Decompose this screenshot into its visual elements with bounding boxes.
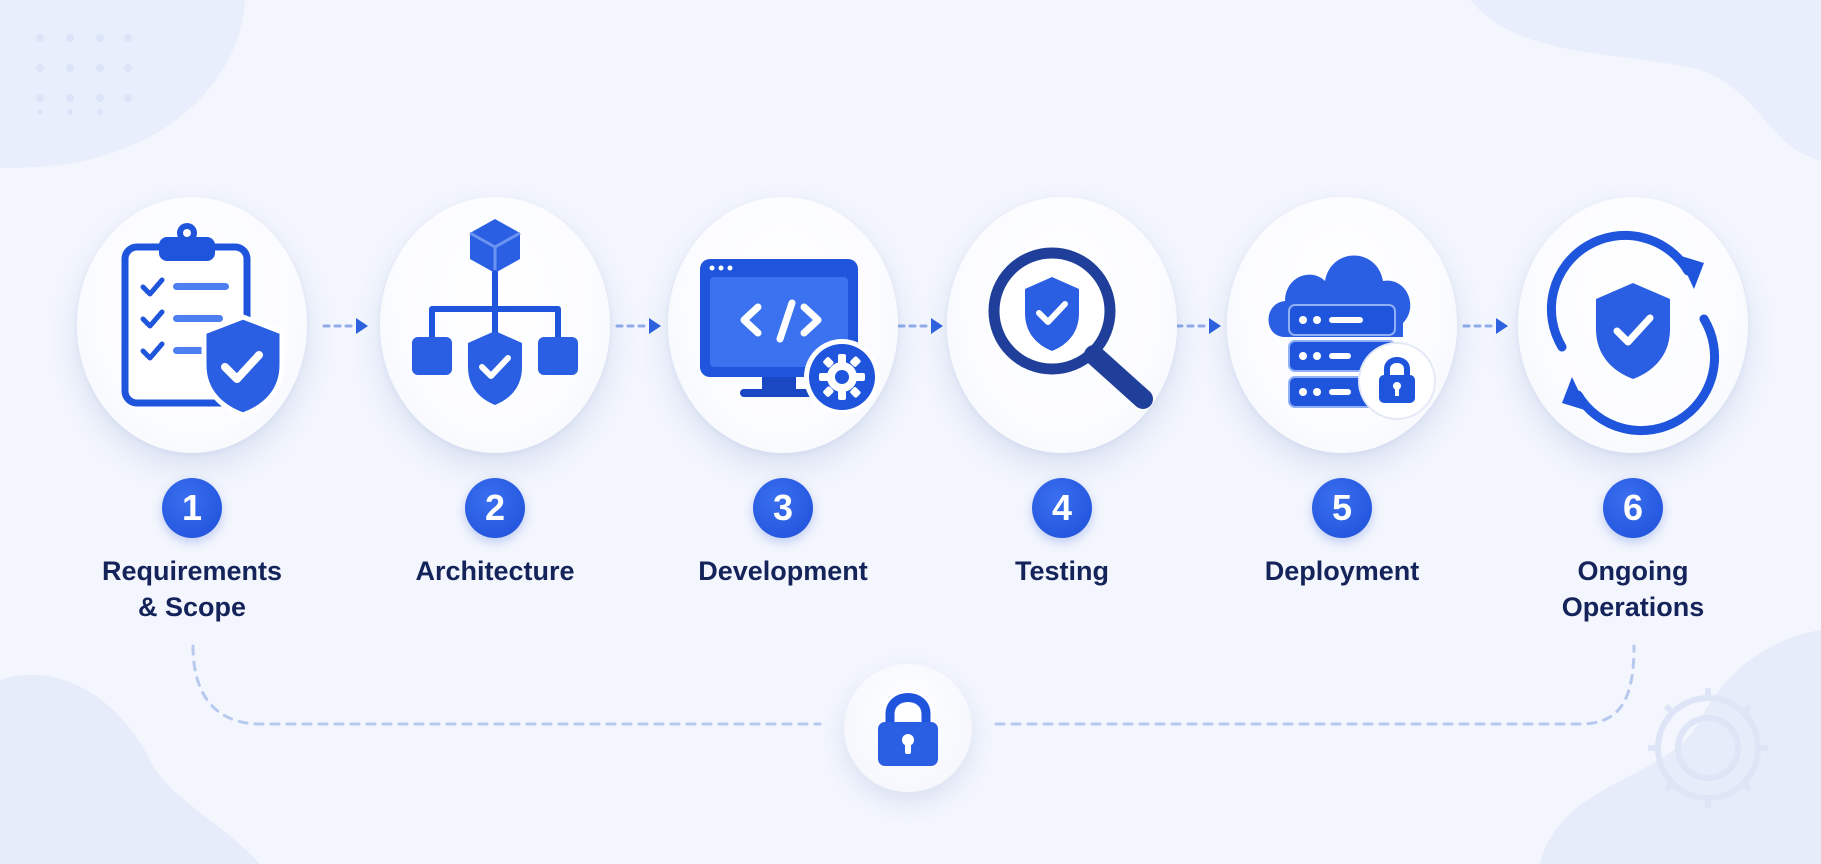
step-3-circle (668, 197, 898, 453)
loop-connector-line (191, 644, 1636, 726)
arrow-3-4 (897, 318, 943, 334)
step-3-number: 3 (753, 478, 813, 538)
step-1-circle (77, 197, 307, 453)
step-5-circle (1227, 197, 1457, 453)
arrow-1-2 (322, 318, 368, 334)
hierarchy-shield-icon (412, 219, 578, 405)
center-lock-circle (844, 664, 972, 792)
step-6-number: 6 (1603, 478, 1663, 538)
dot-grid (36, 34, 132, 115)
arrow-2-3 (615, 318, 661, 334)
bg-blob-bottom-left (0, 674, 260, 864)
cloud-server-lock-icon (1268, 255, 1436, 420)
bg-blob-top-right (1470, 0, 1821, 160)
step-5-number: 5 (1312, 478, 1372, 538)
step-2-label: Architecture (415, 556, 575, 586)
padlock-icon (878, 693, 938, 766)
step-3-label: Development (698, 556, 868, 586)
bg-gear-icon (1648, 688, 1768, 808)
step-6-circle (1518, 197, 1748, 453)
step-5-label: Deployment (1264, 556, 1420, 586)
arrow-5-6 (1462, 318, 1508, 334)
monitor-code-gear-icon (700, 259, 880, 415)
step-2-circle (380, 197, 610, 453)
arrow-4-5 (1175, 318, 1221, 334)
step-6-label: Ongoing Operations (1561, 556, 1705, 622)
step-4-number: 4 (1032, 478, 1092, 538)
step-1-label: Requirements & Scope (101, 556, 283, 622)
step-2-number: 2 (465, 478, 525, 538)
step-4-circle (947, 197, 1177, 453)
bg-blob-top-left (0, 0, 245, 168)
step-1-number: 1 (162, 478, 222, 538)
clipboard-checklist-shield-icon (121, 223, 285, 418)
magnifier-shield-icon (988, 247, 1153, 409)
cycle-shield-icon (1546, 230, 1720, 436)
step-4-label: Testing (1015, 556, 1109, 586)
